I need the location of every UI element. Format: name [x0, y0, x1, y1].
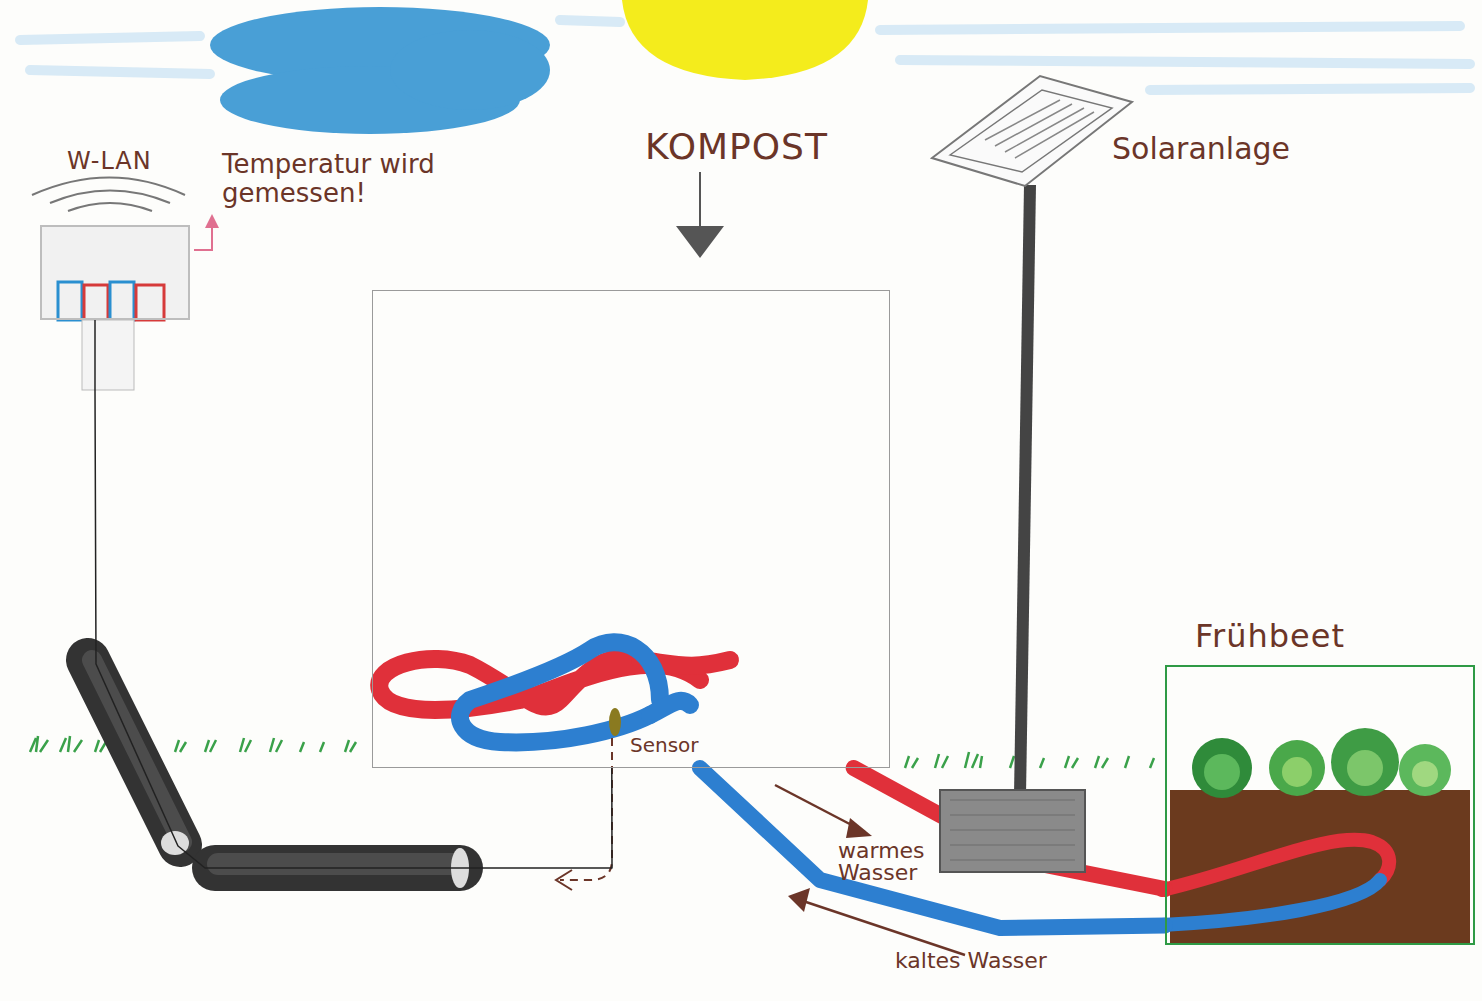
port [136, 285, 164, 320]
sensor [609, 708, 621, 736]
input-arrow [699, 172, 701, 228]
pipe-label: kaltes Wasser [895, 950, 1055, 972]
flow-arrow-head [788, 888, 810, 912]
wlan-device-body [40, 225, 190, 320]
pipe-label: warmes Wasser [838, 840, 958, 884]
component-heading: Frühbeet [1195, 617, 1345, 655]
signal-arrow-head [556, 870, 572, 890]
pointer-arrow-head [205, 214, 219, 228]
component-heading: KOMPOST [645, 126, 828, 167]
component-box: W-LAN [40, 225, 190, 320]
flow-arrow-head [846, 818, 872, 838]
component-heading: W-LAN [67, 147, 152, 175]
pipe-loop-warm [1162, 840, 1389, 890]
component-box: KOMPOST [372, 290, 890, 768]
lettuce [1192, 728, 1451, 798]
input-arrow-head [676, 226, 724, 258]
signal-arrow [560, 738, 612, 880]
annotation-text: Solaranlage [1112, 132, 1412, 165]
wifi-waves [32, 178, 185, 212]
port [84, 285, 108, 320]
pipe-loop-cold [1162, 880, 1380, 925]
sun [622, 0, 868, 80]
port [58, 282, 82, 320]
pump-texture [950, 800, 1075, 860]
pump-box [940, 790, 1085, 872]
pipe-knot [379, 642, 730, 742]
sensor-cable [95, 320, 612, 868]
water-pipe [700, 768, 1165, 928]
annotation-text: Sensor [630, 734, 750, 756]
plug [82, 320, 134, 390]
component-box: Frühbeet [1165, 665, 1475, 945]
solar-panel [932, 76, 1132, 795]
annotation-text: Temperatur wird gemessen! [222, 150, 492, 208]
port [110, 282, 134, 320]
cloud [210, 7, 550, 134]
